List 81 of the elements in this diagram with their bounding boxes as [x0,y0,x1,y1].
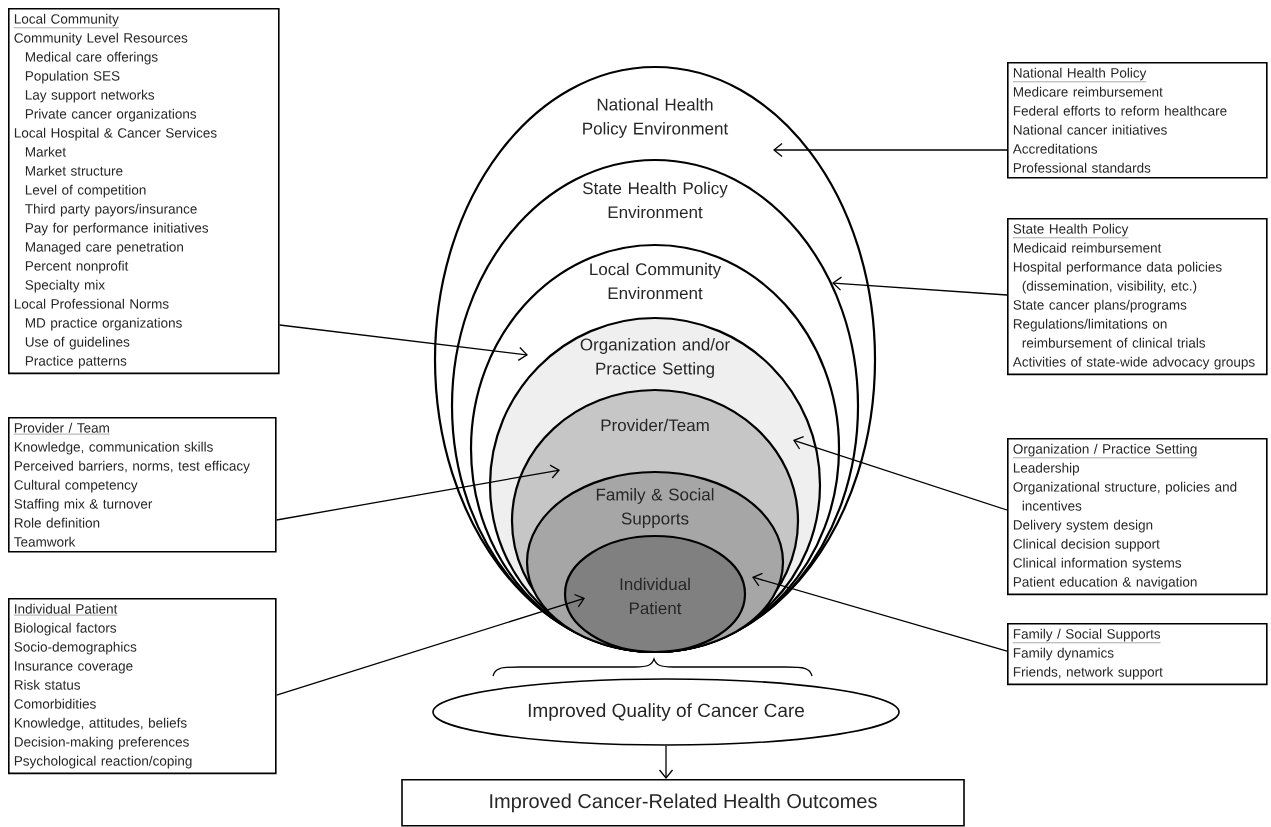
list-item: Market [25,146,66,157]
box-heading: National Health Policy [1012,67,1147,82]
list-item: Role definition [14,517,100,528]
ellipse-label: National Health Policy Environment [583,98,729,138]
list-item: Clinical decision support [1013,538,1160,552]
list-item: Medicaid reimbursement [1013,242,1162,253]
list-item: Third party payors/insurance [25,203,197,217]
list-item: Comorbidities [14,698,96,709]
list-item: Population SES [25,70,120,84]
list-item: Lay support networks [25,89,155,103]
factor-box [8,598,277,775]
list-item: Psychological reaction/coping [14,755,192,769]
arrow [275,464,560,521]
list-item: Practice patterns [25,355,127,369]
list-item: Staffing mix & turnover [14,498,153,512]
arrow [658,745,674,779]
factor-box [8,8,280,375]
list-item: Biological factors [14,622,117,636]
list-item: Decision-making preferences [14,736,189,750]
arrow [832,276,1008,296]
list-item: Medical care offerings [25,51,158,65]
ellipse-label: Individual Patient [620,577,690,615]
list-item: Accreditations [1012,143,1098,154]
list-item: Percent nonprofit [25,260,129,274]
list-item: Specialty mix [25,279,105,293]
list-item: Level of competition [25,184,146,198]
factor-box [1007,623,1268,686]
outcome-box: Improved Cancer-Related Health Outcomes [401,779,965,827]
ellipse-label: State Health Policy Environment [583,181,728,219]
box-heading: Local Community [13,13,120,28]
list-item: State cancer plans/programs [1013,299,1187,313]
ellipse-label: Organization and/or Practice Setting [580,338,730,378]
factor-box [1007,62,1268,179]
list-item: Managed care penetration [25,241,183,255]
list-item: Teamwork [14,536,76,547]
list-item: Organizational structure, policies and incentives [1013,481,1237,511]
list-item: Knowledge, attitudes, beliefs [14,717,187,731]
list-item: Leadership [1013,462,1080,476]
list-item: Friends, network support [1013,666,1163,680]
ellipse-label: Provider/Team [601,418,709,432]
factor-box [1007,438,1268,596]
list-item: Regulations/limitations on reimbursement of clinical trials [1013,318,1206,348]
list-item: Hospital performance data policies (dissemination, visibility, etc.) [1013,261,1222,294]
list-item: Local Hospital & Cancer Services [14,127,217,141]
list-item: Medicare reimbursement [1013,86,1163,97]
list-item: Patient education & navigation [1013,576,1197,590]
arrow [752,572,1008,652]
list-item: Insurance coverage [15,661,133,674]
list-item: Activities of state-wide advocacy groups [1012,356,1255,370]
arrow [275,593,585,696]
list-item: MD practice organizations [25,317,182,331]
arrow [773,142,1008,158]
list-item: Pay for performance initiatives [25,222,209,236]
factor-box [1007,218,1268,376]
list-item: Perceived barriers, norms, test efficacy [14,460,250,474]
list-item: Private cancer organizations [25,108,197,122]
box-heading: Family / Social Supports [1012,628,1161,643]
list-item: National cancer initiatives [1013,124,1167,135]
nested-ellipse [563,534,747,654]
box-heading: Organization / Practice Setting [1012,443,1198,458]
arrow [793,436,1008,511]
list-item: Risk status [14,679,81,690]
box-heading: Individual Patient [13,603,118,616]
list-item: Delivery system design [1013,519,1153,533]
list-item: Professional standards [1013,162,1151,173]
ellipse-label: Local Community Environment [590,262,722,300]
list-item: Clinical information systems [1013,557,1182,571]
list-item: Family dynamics [1013,647,1114,661]
list-item: Use of guidelines [25,336,130,350]
list-item: Market structure [25,165,123,176]
list-item: Local Professional Norms [14,298,169,309]
list-item: Knowledge, communication skills [14,441,213,455]
box-heading: State Health Policy [1012,223,1129,238]
list-item: Socio-demographics [14,641,137,655]
arrow [278,324,528,361]
list-item: Federal efforts to reform healthcare [1013,105,1227,116]
factor-box [8,417,277,553]
list-item: Cultural competency [14,479,138,493]
box-heading: Provider / Team [13,422,111,435]
list-item: Community Level Resources [14,32,188,46]
ellipse-label: Family & Social Supports [596,488,714,528]
